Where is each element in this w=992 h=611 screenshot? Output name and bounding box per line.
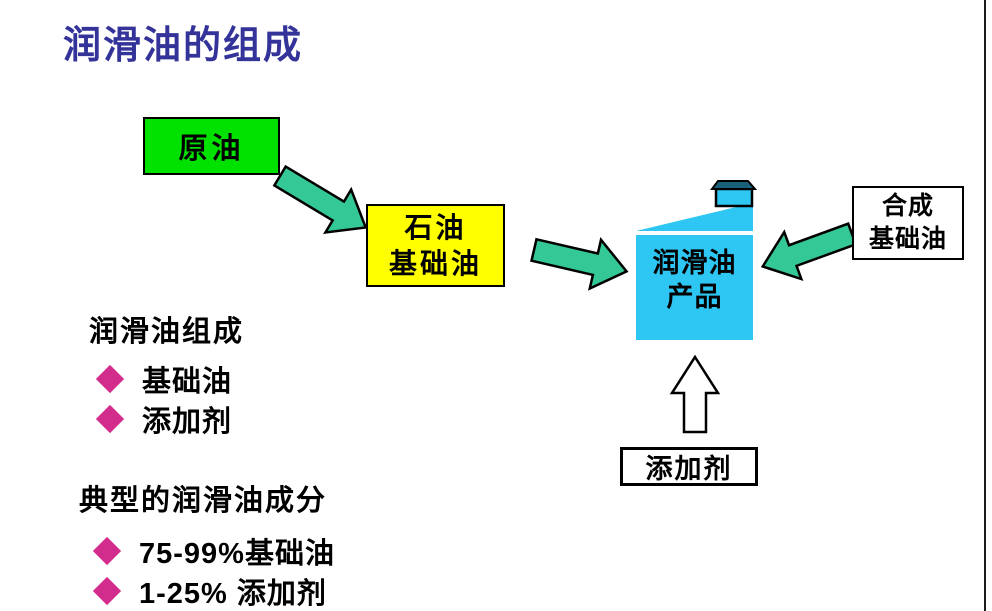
additive-box: 添加剂: [620, 447, 758, 486]
arrow-crude-to-base-icon: [272, 164, 368, 235]
diamond-bullet-icon: [92, 576, 122, 605]
synthetic-base-oil-label-line2: 基础油: [868, 225, 947, 253]
product-container-body: [636, 235, 753, 340]
lubricant-product-label-line2: 产品: [666, 282, 723, 312]
diamond-bullet-icon: [95, 404, 125, 433]
diamond-bullet-icon: [95, 364, 125, 393]
list-item: 75-99%基础油: [92, 532, 335, 570]
petroleum-base-oil-label-line1: 石油: [404, 211, 467, 243]
synthetic-base-oil-label-line1: 合成: [881, 192, 934, 220]
list-item: 1-25% 添加剂: [92, 572, 335, 610]
typical-item-label: 75-99%基础油: [139, 537, 335, 570]
crude-oil-label: 原油: [178, 133, 245, 165]
list-item: 基础油: [95, 360, 233, 398]
composition-item-label: 基础油: [142, 365, 233, 398]
composition-item-label: 添加剂: [142, 405, 233, 438]
typical-list: 75-99%基础油 1-25% 添加剂: [92, 532, 335, 610]
arrow-base-to-product-icon: [530, 237, 629, 291]
typical-heading: 典型的润滑油成分: [79, 485, 328, 517]
page-title: 润滑油的组成: [63, 25, 304, 67]
product-container-cap-lid: [710, 180, 758, 190]
crude-oil-box: 原油: [143, 117, 280, 175]
composition-heading: 润滑油组成: [89, 316, 245, 348]
product-container-cap-neck: [714, 187, 754, 208]
petroleum-base-oil-box: 石油 基础油: [366, 204, 505, 287]
product-container-shoulder: [636, 203, 753, 231]
slide-right-border: [984, 0, 986, 611]
lubricant-product-label-line1: 润滑油: [652, 248, 737, 278]
diamond-bullet-icon: [92, 536, 122, 565]
arrow-synthetic-to-product-icon: [760, 222, 858, 282]
lubricant-product-label: 润滑油 产品: [636, 246, 753, 314]
synthetic-base-oil-box: 合成 基础油: [852, 186, 964, 260]
arrow-additive-up-icon: [669, 354, 721, 434]
composition-list: 基础油 添加剂: [95, 360, 233, 438]
typical-item-label: 1-25% 添加剂: [139, 577, 327, 610]
list-item: 添加剂: [95, 400, 233, 438]
petroleum-base-oil-label-line2: 基础油: [388, 247, 482, 279]
additive-label: 添加剂: [645, 454, 733, 484]
